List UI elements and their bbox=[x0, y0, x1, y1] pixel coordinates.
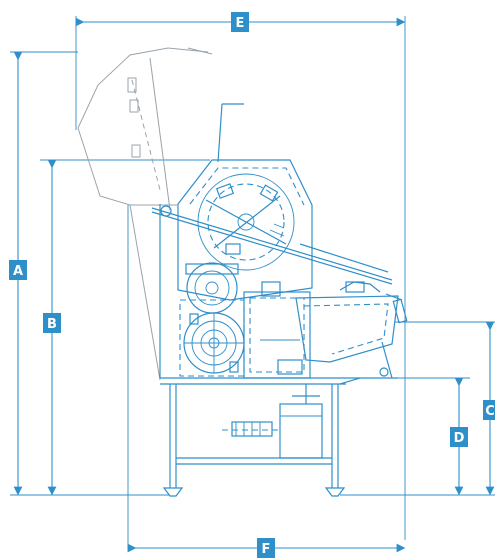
stand bbox=[162, 377, 361, 497]
badge-f: F bbox=[257, 538, 275, 558]
motor bbox=[222, 384, 323, 459]
gearbox bbox=[243, 281, 311, 379]
label-e: E bbox=[236, 16, 245, 31]
label-c: C bbox=[485, 404, 495, 419]
hopper-rail bbox=[151, 205, 393, 285]
badge-b: B bbox=[43, 313, 61, 333]
leader-line bbox=[217, 103, 244, 163]
badge-c: C bbox=[483, 400, 495, 420]
discharge-chute bbox=[295, 281, 408, 379]
label-f: F bbox=[262, 542, 271, 557]
open-lid-phantom bbox=[77, 47, 213, 211]
label-a: A bbox=[13, 264, 23, 279]
label-b: B bbox=[47, 317, 57, 332]
badge-a: A bbox=[9, 260, 27, 280]
extension-lines bbox=[10, 16, 495, 550]
badge-e: E bbox=[231, 12, 249, 32]
pulley-lower bbox=[179, 299, 245, 377]
dimension-lines bbox=[13, 17, 495, 553]
label-d: D bbox=[454, 431, 465, 446]
badge-d: D bbox=[450, 427, 468, 447]
machine-frame bbox=[129, 204, 398, 385]
pulley-upper bbox=[185, 262, 239, 314]
